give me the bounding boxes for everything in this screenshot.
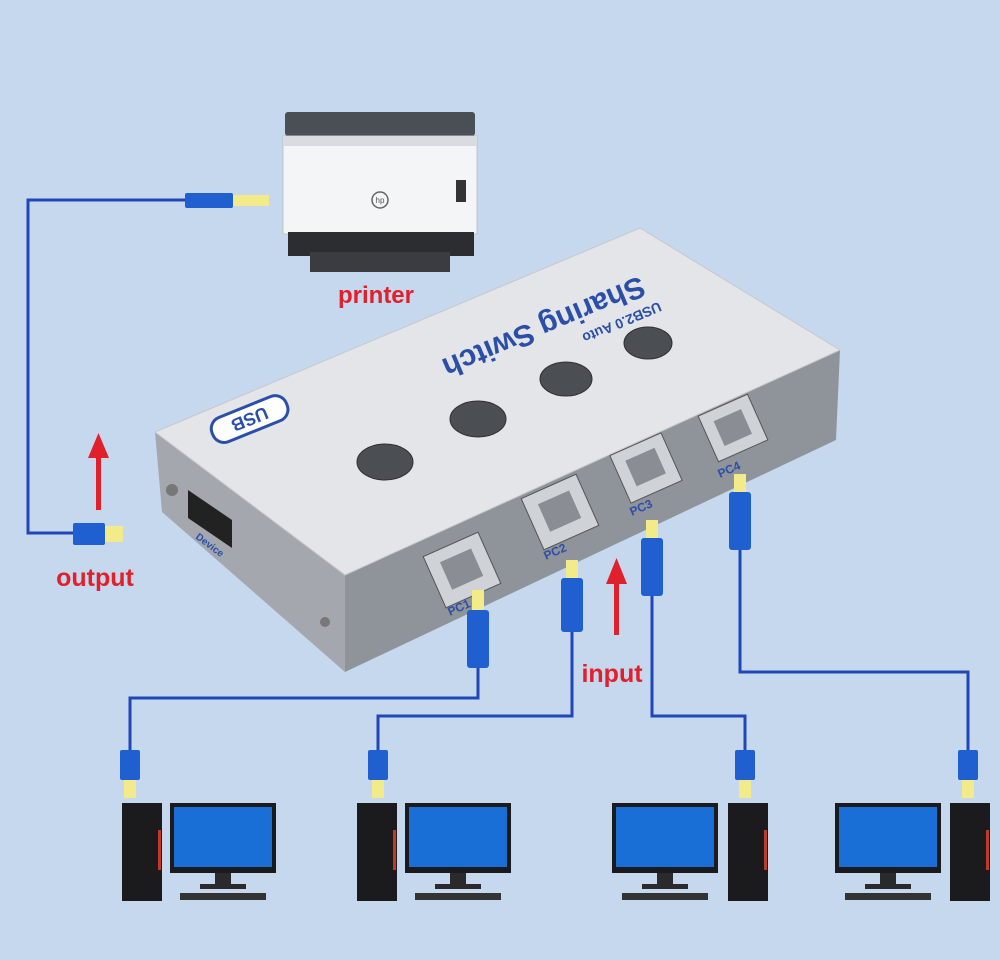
device-usb-a-port: [188, 490, 232, 548]
computer-pc2: [357, 750, 511, 901]
windows-screen: [409, 807, 507, 867]
hp-logo: [371, 191, 389, 209]
button-pc3[interactable]: [539, 361, 593, 397]
pc-keyboard: [180, 893, 266, 900]
printer-label: printer: [338, 282, 414, 309]
switch-top-face: [154, 227, 842, 576]
switch-side-face: [155, 432, 345, 672]
output-label: output: [56, 564, 134, 592]
output-usb-plug: [73, 523, 123, 545]
computer-pc1: [120, 750, 276, 901]
pc3-cable: [650, 560, 747, 750]
port-pc2: [520, 473, 600, 551]
pc1-cable: [128, 620, 480, 750]
computer-usb-plug: [120, 750, 140, 780]
pc2-cable: [376, 600, 574, 750]
windows-screen: [616, 807, 714, 867]
pc-keyboard: [622, 893, 708, 900]
button-pc4[interactable]: [623, 326, 673, 360]
switch-buttons: [356, 326, 673, 481]
input-arrow-icon: [606, 558, 627, 635]
computer-pc3: [612, 750, 768, 901]
usb-sharing-switch: Device USB Sharing Switch USB2.0 Auto PC…: [154, 227, 842, 672]
computers: [120, 750, 990, 901]
button-pc1[interactable]: [356, 443, 414, 481]
pc-tower: [728, 803, 768, 901]
pc-tower: [357, 803, 397, 901]
computer-usb-plug: [958, 750, 978, 780]
usb-logo: USB: [209, 394, 290, 444]
port-pc4: [697, 393, 769, 463]
pc-keyboard: [415, 893, 501, 900]
printer-brand: hp: [376, 196, 385, 205]
printer-cable: [26, 198, 185, 535]
printer-image: hp: [185, 112, 478, 272]
printer-usb-plug: [185, 193, 233, 208]
output-arrow-icon: [88, 433, 109, 510]
port-pc1: [422, 531, 502, 609]
computer-usb-plug: [735, 750, 755, 780]
button-pc2[interactable]: [449, 400, 507, 438]
pc-tower: [950, 803, 990, 901]
pc4-cable: [738, 520, 970, 750]
pc-keyboard: [845, 893, 931, 900]
pc-tower: [122, 803, 162, 901]
computer-usb-plug: [368, 750, 388, 780]
windows-screen: [839, 807, 937, 867]
computer-pc4: [835, 750, 990, 901]
windows-screen: [174, 807, 272, 867]
usb-b-ports: [422, 393, 769, 609]
port-pc3: [609, 432, 683, 504]
input-label: input: [581, 660, 643, 688]
switch-side-plugs: [467, 474, 751, 668]
